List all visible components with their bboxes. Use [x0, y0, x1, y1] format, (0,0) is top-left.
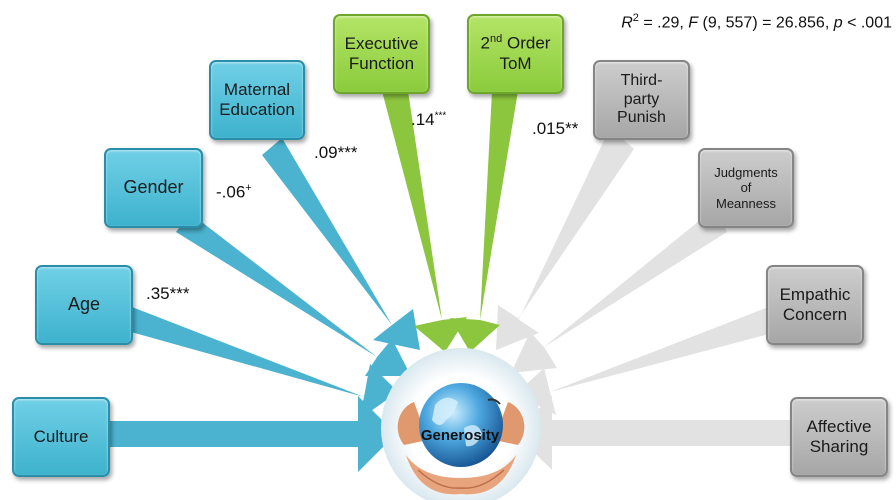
arrow-gender — [176, 213, 411, 376]
predictor-judgments-line1: Judgments — [714, 164, 778, 180]
coefficient-gender-value: -.06 — [216, 182, 246, 202]
coefficient-executive-value: .14 — [411, 110, 435, 129]
r-symbol: R — [621, 14, 633, 32]
arrow-executive-function — [382, 91, 467, 352]
tom-ordinal: 2 — [480, 33, 491, 53]
predictor-culture-label: Culture — [33, 426, 89, 446]
predictor-culture: Culture — [12, 397, 110, 477]
coefficient-second-order-tom: .015** — [532, 119, 579, 138]
predictor-executive-line1: Executive — [344, 33, 419, 53]
predictor-gender: Gender — [104, 148, 203, 228]
tom-order-word: Order — [502, 33, 551, 53]
predictor-executive-line2: Function — [348, 54, 415, 73]
r-exponent: 2 — [632, 12, 639, 24]
predictor-age: Age — [35, 265, 133, 345]
predictor-empathic-concern: Empathic Concern — [766, 265, 864, 345]
coefficient-gender-marker: + — [245, 182, 252, 194]
coefficient-executive-function: .14*** — [411, 110, 446, 130]
predictor-tom-line2: ToM — [499, 54, 532, 74]
tom-ordinal-suffix: nd — [490, 33, 503, 46]
arrow-age — [124, 307, 398, 420]
outcome-generosity-label: Generosity — [420, 427, 500, 444]
coefficient-executive-marker: *** — [434, 110, 447, 122]
arrow-maternal-education — [262, 138, 420, 350]
predictor-affective-sharing: Affective Sharing — [790, 397, 888, 477]
predictor-affective-line2: Sharing — [809, 437, 869, 456]
arrow-empathic-concern — [516, 308, 773, 415]
f-value: (9, 557) = 26.856, — [698, 14, 834, 32]
predictor-maternal-line1: Maternal — [223, 79, 291, 99]
arrow-affective-sharing — [514, 396, 793, 470]
coefficient-gender: -.06+ — [216, 182, 252, 203]
r-value: = .29, — [638, 14, 689, 32]
predictor-affective-line1: Affective — [806, 416, 872, 436]
p-value: < .001 — [842, 14, 892, 32]
predictor-gender-label: Gender — [123, 177, 184, 198]
arrow-third-party-punish — [496, 128, 634, 350]
globe-in-hands-icon — [381, 348, 541, 500]
predictor-judgments-line3: Meanness — [716, 195, 776, 211]
arrow-culture — [110, 396, 396, 472]
arrow-judgments-of-meanness — [511, 208, 727, 373]
predictor-empathic-line2: Concern — [782, 305, 848, 324]
predictor-judgments-of-meanness: Judgments of Meanness — [698, 148, 794, 228]
model-statistics: R2 = .29, F (9, 557) = 26.856, p < .001 — [621, 12, 892, 32]
predictor-executive-function: Executive Function — [333, 14, 430, 94]
predictor-maternal-education: Maternal Education — [209, 60, 305, 140]
predictor-third-line2: party — [623, 90, 660, 108]
coefficient-age: .35*** — [146, 284, 190, 303]
p-symbol: p — [833, 14, 843, 32]
arrow-tom — [450, 91, 518, 352]
predictor-third-line3: Punish — [617, 109, 666, 127]
predictor-empathic-line1: Empathic — [779, 284, 851, 304]
predictor-third-line1: Third- — [620, 72, 663, 90]
predictor-judgments-line2: of — [740, 180, 752, 196]
predictor-third-party-punish: Third- party Punish — [593, 60, 690, 140]
predictor-tom-line1: 2nd Order — [481, 33, 551, 54]
predictor-age-label: Age — [67, 294, 101, 315]
coefficient-maternal-education: .09*** — [314, 143, 358, 162]
predictor-second-order-tom: 2nd Order ToM — [467, 14, 564, 94]
f-symbol: F — [688, 14, 699, 32]
predictor-maternal-line2: Education — [219, 100, 295, 119]
